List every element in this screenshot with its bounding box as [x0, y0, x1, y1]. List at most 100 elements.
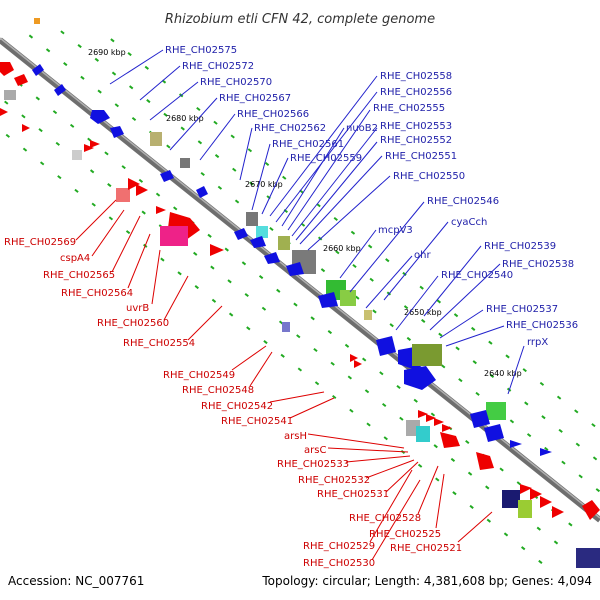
gene-label[interactable]: RHE_CH02548: [182, 385, 254, 396]
gene-feature[interactable]: [0, 62, 14, 76]
gene-label[interactable]: ohr: [414, 250, 431, 261]
gene-label[interactable]: RHE_CH02530: [303, 558, 375, 569]
gene-feature[interactable]: [116, 188, 130, 202]
gene-feature[interactable]: [354, 360, 362, 368]
gene-feature[interactable]: [412, 344, 442, 366]
gene-feature[interactable]: [442, 424, 452, 432]
gene-label[interactable]: RHE_CH02554: [123, 338, 195, 349]
gene-feature[interactable]: [4, 90, 16, 100]
gene-feature[interactable]: [256, 226, 268, 238]
gene-label[interactable]: RHE_CH02566: [237, 109, 309, 120]
gene-label[interactable]: RHE_CH02553: [380, 121, 452, 132]
gene-label[interactable]: rrpX: [527, 337, 548, 348]
gene-label[interactable]: RHE_CH02561: [272, 139, 344, 150]
gene-label[interactable]: RHE_CH02567: [219, 93, 291, 104]
gene-feature[interactable]: [110, 126, 124, 138]
gene-label[interactable]: RHE_CH02532: [298, 475, 370, 486]
gene-label[interactable]: RHE_CH02529: [303, 541, 375, 552]
gene-label[interactable]: RHE_CH02540: [441, 270, 513, 281]
gene-label[interactable]: RHE_CH02539: [484, 241, 556, 252]
gene-label[interactable]: RHE_CH02575: [165, 45, 237, 56]
gene-label[interactable]: RHE_CH02570: [200, 77, 272, 88]
gene-label[interactable]: RHE_CH02552: [380, 135, 452, 146]
gene-feature[interactable]: [576, 548, 600, 568]
gene-feature[interactable]: [160, 170, 174, 182]
gene-label[interactable]: RHE_CH02521: [390, 543, 462, 554]
gene-label[interactable]: cyaCch: [451, 217, 487, 228]
gene-feature[interactable]: [160, 226, 188, 246]
gene-feature[interactable]: [14, 74, 28, 86]
gene-feature[interactable]: [404, 366, 436, 390]
gene-label[interactable]: nuoB2: [346, 123, 378, 134]
gene-label[interactable]: RHE_CH02551: [385, 151, 457, 162]
gene-feature[interactable]: [416, 426, 430, 442]
gene-feature[interactable]: [54, 84, 66, 96]
gene-feature[interactable]: [418, 410, 428, 418]
gene-label[interactable]: RHE_CH02538: [502, 259, 574, 270]
gene-feature[interactable]: [246, 212, 258, 226]
gene-label[interactable]: RHE_CH02546: [427, 196, 499, 207]
gene-feature[interactable]: [278, 236, 290, 250]
gene-feature[interactable]: [340, 290, 356, 306]
gene-feature[interactable]: [72, 150, 82, 160]
gene-label[interactable]: RHE_CH02558: [380, 71, 452, 82]
gene-label[interactable]: RHE_CH02541: [221, 416, 293, 427]
gene-feature[interactable]: [234, 228, 248, 240]
gene-label[interactable]: cspA4: [60, 253, 90, 264]
gene-label[interactable]: RHE_CH02525: [369, 529, 441, 540]
gene-feature[interactable]: [476, 452, 494, 470]
gene-feature[interactable]: [282, 322, 290, 332]
gene-feature[interactable]: [34, 18, 40, 24]
gene-label[interactable]: RHE_CH02549: [163, 370, 235, 381]
gene-feature[interactable]: [502, 490, 520, 508]
gene-label[interactable]: RHE_CH02531: [317, 489, 389, 500]
gene-feature[interactable]: [22, 124, 30, 132]
gene-label[interactable]: RHE_CH02555: [373, 103, 445, 114]
gene-feature[interactable]: [32, 64, 44, 76]
gene-feature[interactable]: [582, 500, 600, 520]
gene-feature[interactable]: [156, 206, 166, 214]
gene-feature[interactable]: [350, 354, 358, 362]
gene-feature[interactable]: [90, 140, 100, 148]
gene-feature[interactable]: [264, 252, 280, 264]
gene-label[interactable]: arsH: [284, 431, 307, 442]
gene-label[interactable]: RHE_CH02560: [97, 318, 169, 329]
gene-feature[interactable]: [470, 410, 490, 428]
gene-label[interactable]: RHE_CH02572: [182, 61, 254, 72]
gene-feature[interactable]: [318, 292, 338, 308]
gene-feature[interactable]: [530, 488, 542, 500]
gene-feature[interactable]: [434, 418, 444, 426]
gene-label[interactable]: RHE_CH02565: [43, 270, 115, 281]
gene-label[interactable]: RHE_CH02542: [201, 401, 273, 412]
gene-feature[interactable]: [84, 144, 94, 152]
gene-feature[interactable]: [210, 244, 224, 256]
gene-feature[interactable]: [364, 310, 372, 320]
gene-feature[interactable]: [426, 414, 436, 422]
gene-label[interactable]: RHE_CH02528: [349, 513, 421, 524]
gene-feature[interactable]: [540, 496, 552, 508]
gene-feature[interactable]: [180, 158, 190, 168]
gene-feature[interactable]: [128, 178, 140, 190]
gene-feature[interactable]: [520, 484, 532, 494]
gene-label[interactable]: RHE_CH02569: [4, 237, 76, 248]
gene-feature[interactable]: [510, 440, 522, 448]
gene-feature[interactable]: [486, 402, 506, 420]
gene-feature[interactable]: [286, 262, 304, 276]
gene-label[interactable]: RHE_CH02550: [393, 171, 465, 182]
gene-feature[interactable]: [90, 110, 110, 124]
gene-feature[interactable]: [376, 336, 396, 356]
gene-label[interactable]: RHE_CH02536: [506, 320, 578, 331]
gene-feature[interactable]: [440, 432, 460, 448]
gene-label[interactable]: arsC: [304, 445, 326, 456]
gene-label[interactable]: mcpV3: [378, 225, 413, 236]
gene-feature[interactable]: [136, 184, 148, 196]
gene-label[interactable]: RHE_CH02562: [254, 123, 326, 134]
gene-feature[interactable]: [518, 500, 532, 518]
gene-feature[interactable]: [150, 132, 162, 146]
gene-feature[interactable]: [540, 448, 552, 456]
gene-label[interactable]: RHE_CH02537: [486, 304, 558, 315]
gene-label[interactable]: uvrB: [126, 303, 149, 314]
gene-feature[interactable]: [196, 186, 208, 198]
gene-feature[interactable]: [552, 506, 564, 518]
gene-feature[interactable]: [484, 424, 504, 442]
